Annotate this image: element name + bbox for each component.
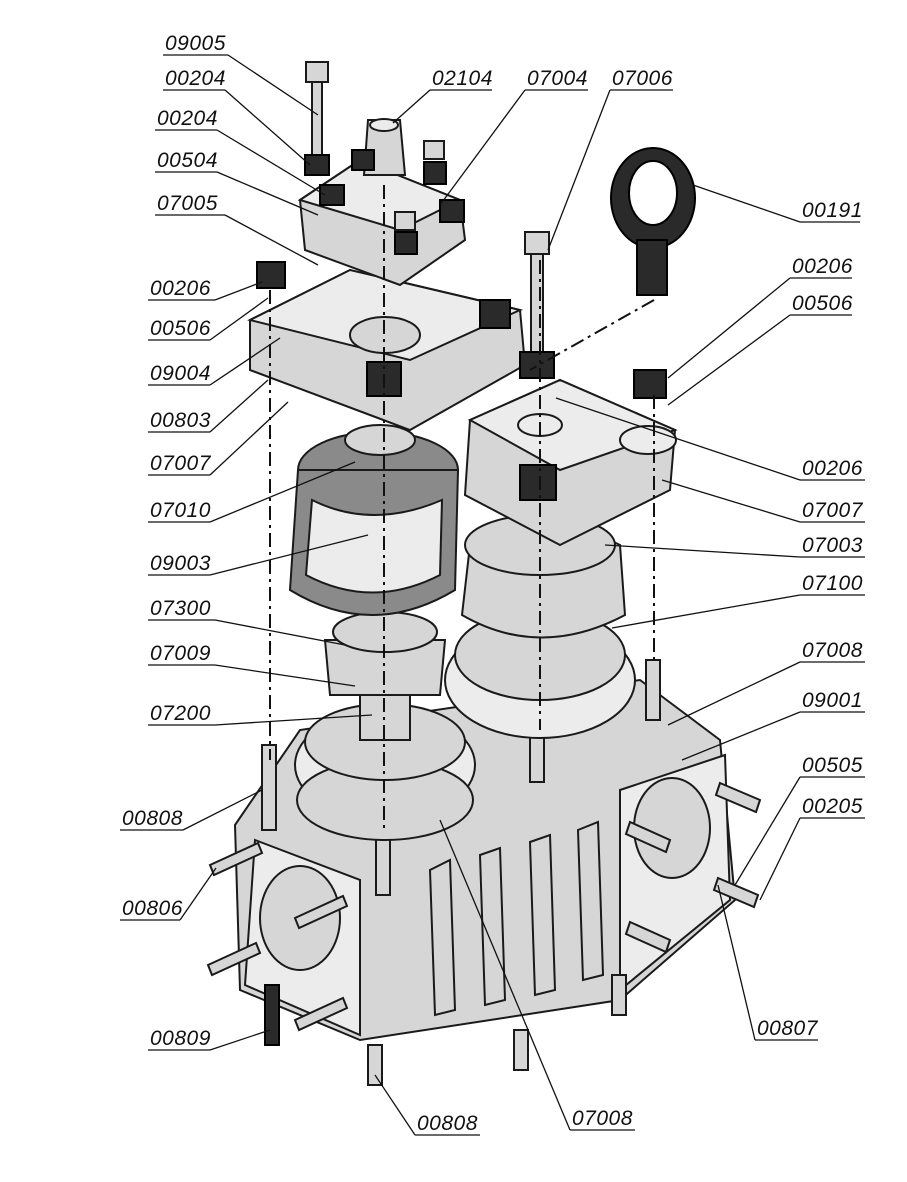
callout-07004: 07004 [527, 67, 588, 90]
callout-07007: 07007 [150, 452, 212, 475]
callout-07006: 07006 [612, 67, 673, 90]
callout-07010: 07010 [150, 499, 211, 522]
callout-00206: 00206 [150, 277, 211, 300]
callout-labels: 09005 00204 00204 00504 07005 00206 0050… [122, 32, 864, 1135]
callout-07005: 07005 [157, 192, 218, 215]
callout-07009: 07009 [150, 642, 211, 665]
right-cylinder-group [444, 514, 636, 739]
callout-00808: 00808 [122, 807, 183, 830]
callout-00191: 00191 [802, 199, 863, 222]
callout-00809: 00809 [150, 1027, 211, 1050]
callout-00206: 00206 [792, 255, 853, 278]
studs-00808 [261, 659, 661, 1086]
callout-00206: 00206 [802, 457, 863, 480]
side-bolts [206, 781, 762, 1032]
callout-00506: 00506 [792, 292, 853, 315]
callout-00808: 00808 [417, 1112, 478, 1135]
leader-lines [179, 54, 801, 1136]
callout-02104: 02104 [432, 67, 493, 90]
cage-09003 [288, 431, 460, 616]
bolts-and-nuts [256, 61, 667, 501]
callout-00807: 00807 [757, 1017, 819, 1040]
callout-09004: 09004 [150, 362, 211, 385]
callout-00506: 00506 [150, 317, 211, 340]
callout-09001: 09001 [802, 689, 863, 712]
callout-07008: 07008 [802, 639, 863, 662]
callout-07003: 07003 [802, 534, 863, 557]
callout-07007: 07007 [802, 499, 864, 522]
callout-00806: 00806 [122, 897, 183, 920]
callout-07200: 07200 [150, 702, 211, 725]
right-head [463, 378, 678, 547]
callout-00504: 00504 [157, 149, 218, 172]
callout-09005: 09005 [165, 32, 226, 55]
callout-00803: 00803 [150, 409, 211, 432]
callout-07300: 07300 [150, 597, 211, 620]
callout-07100: 07100 [802, 572, 863, 595]
callout-00505: 00505 [802, 754, 863, 777]
callout-00204: 00204 [157, 107, 218, 130]
callout-00204: 00204 [165, 67, 226, 90]
callout-09003: 09003 [150, 552, 211, 575]
eye-bolt-00191 [610, 147, 696, 296]
parts-illustration [206, 61, 762, 1086]
callout-00205: 00205 [802, 795, 863, 818]
callout-07008: 07008 [572, 1107, 633, 1130]
callout-underlines [120, 54, 865, 1136]
